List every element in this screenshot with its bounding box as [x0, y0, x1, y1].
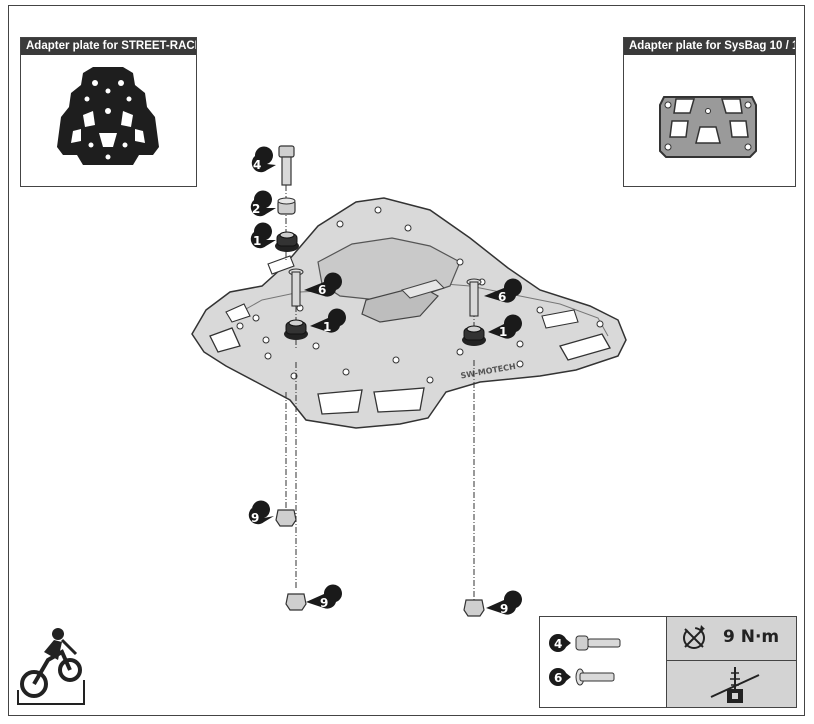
svg-text:1: 1 [253, 234, 261, 248]
callout-1-a: 1 [250, 222, 276, 249]
nut-9-c [463, 599, 485, 617]
inset-sysbag: Adapter plate for SysBag 10 / 15 [623, 37, 796, 187]
torque-divider [666, 617, 668, 707]
svg-text:2: 2 [252, 202, 260, 216]
callout-4: 4 [251, 146, 276, 173]
svg-text:4: 4 [554, 637, 562, 651]
callout-9-a: 9 [248, 500, 274, 525]
inset-street-rack: Adapter plate for STREET-RACK [20, 37, 197, 187]
svg-text:9: 9 [251, 511, 259, 525]
svg-text:6: 6 [498, 290, 506, 304]
callout-6-b: 6 [484, 278, 522, 304]
callout-torque-4: 4 [549, 634, 571, 652]
bolt-4-small [575, 635, 621, 651]
svg-text:9: 9 [500, 602, 508, 616]
sysbag-plate-image [659, 96, 757, 158]
no-threadlocker-icon [710, 667, 760, 703]
nut-9-b [285, 593, 307, 611]
spacer-2 [277, 197, 296, 215]
torque-wrench-icon [683, 625, 705, 649]
rubber-bushing-1-b [284, 319, 308, 340]
svg-text:1: 1 [323, 320, 331, 334]
svg-text:1: 1 [499, 325, 507, 339]
inset-title-street-rack: Adapter plate for STREET-RACK [21, 38, 196, 55]
callout-2: 2 [250, 190, 276, 217]
torque-value-panel: 9 N·m [667, 617, 796, 661]
threadlocker-panel [667, 661, 796, 707]
torque-parts-graphic: 4 6 [549, 634, 621, 686]
callout-6-a: 6 [304, 272, 342, 297]
callout-1-b: 1 [310, 308, 346, 334]
rubber-bushing-1-a [275, 231, 299, 252]
torque-spec-box: 4 6 9 N·m [539, 616, 797, 708]
top-rack-plate: SW-MOTECH [191, 197, 627, 429]
bolt-6-small [575, 668, 615, 686]
bolt-6-b [466, 278, 482, 317]
street-rack-plate-image [57, 67, 159, 165]
bolt-6-a [288, 268, 304, 307]
inset-title-sysbag: Adapter plate for SysBag 10 / 15 [624, 38, 795, 55]
rubber-bushing-1-c [462, 325, 486, 346]
bolt-4 [278, 145, 295, 186]
svg-text:4: 4 [253, 158, 261, 172]
callout-torque-6: 6 [549, 668, 571, 686]
callout-9-b: 9 [306, 584, 342, 610]
diagram-frame [8, 5, 805, 716]
svg-text:6: 6 [318, 283, 326, 297]
callout-1-c: 1 [488, 314, 522, 339]
svg-text:9: 9 [320, 596, 328, 610]
nut-9-a [275, 509, 297, 527]
callout-9-c: 9 [486, 590, 522, 616]
svg-text:6: 6 [554, 671, 562, 685]
torque-value: 9 N·m [723, 627, 780, 647]
motorcycle-rider-icon [17, 628, 85, 705]
